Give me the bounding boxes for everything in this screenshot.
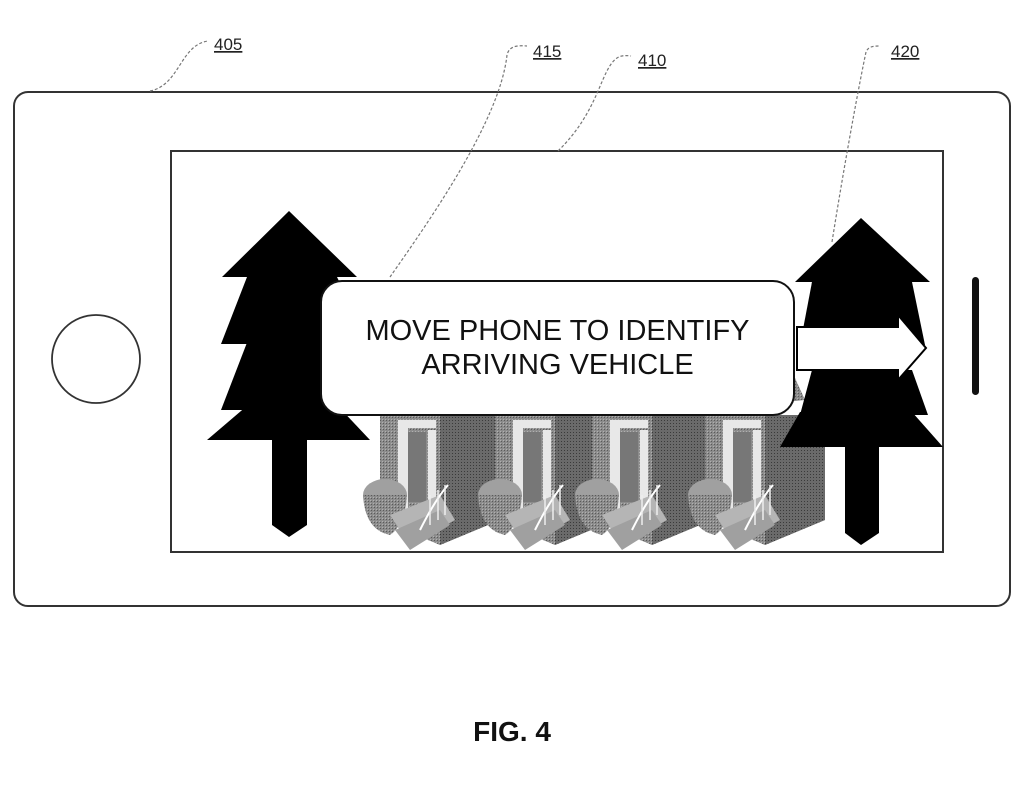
leader-420 <box>831 45 881 243</box>
message-line-1: MOVE PHONE TO IDENTIFY <box>365 315 750 347</box>
home-button-icon[interactable] <box>51 314 141 404</box>
leader-415 <box>389 45 528 278</box>
figure-caption: FIG. 4 <box>473 716 551 747</box>
ref-label-420: 420 <box>891 42 919 61</box>
ref-label-410: 410 <box>638 51 666 70</box>
leader-405 <box>149 40 209 92</box>
speaker-slot-icon <box>972 277 979 395</box>
leader-lines <box>149 40 881 278</box>
instruction-message-box: MOVE PHONE TO IDENTIFY ARRIVING VEHICLE <box>320 280 795 416</box>
arrow-right-icon <box>796 312 928 383</box>
ref-label-415: 415 <box>533 42 561 61</box>
message-line-2: ARRIVING VEHICLE <box>421 349 694 381</box>
ref-label-405: 405 <box>214 35 242 54</box>
